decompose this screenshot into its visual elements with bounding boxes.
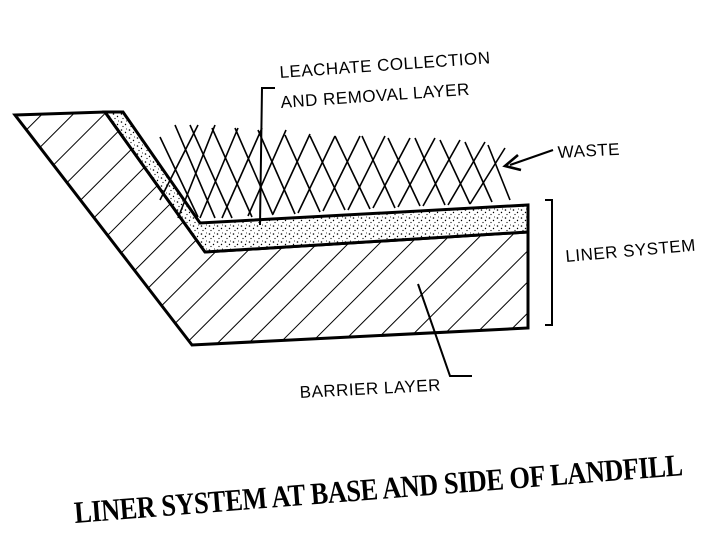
waste-crosshatch [159,124,511,219]
leachate-layer-shape [102,110,530,254]
diagram-caption: LINER SYSTEM AT BASE AND SIDE OF LANDFIL… [73,447,684,530]
liner-system-bracket [545,199,553,326]
leachate-label-line1: LEACHATE COLLECTION [279,48,491,82]
barrier-layer-label: BARRIER LAYER [299,376,441,402]
leachate-label-line2: AND REMOVAL LAYER [280,80,470,112]
waste-label: WASTE [557,140,620,162]
barrier-leader-line [417,283,472,377]
liner-system-label: LINER SYSTEM [565,236,697,266]
waste-arrow [502,148,554,172]
leachate-leader-line [259,87,275,226]
